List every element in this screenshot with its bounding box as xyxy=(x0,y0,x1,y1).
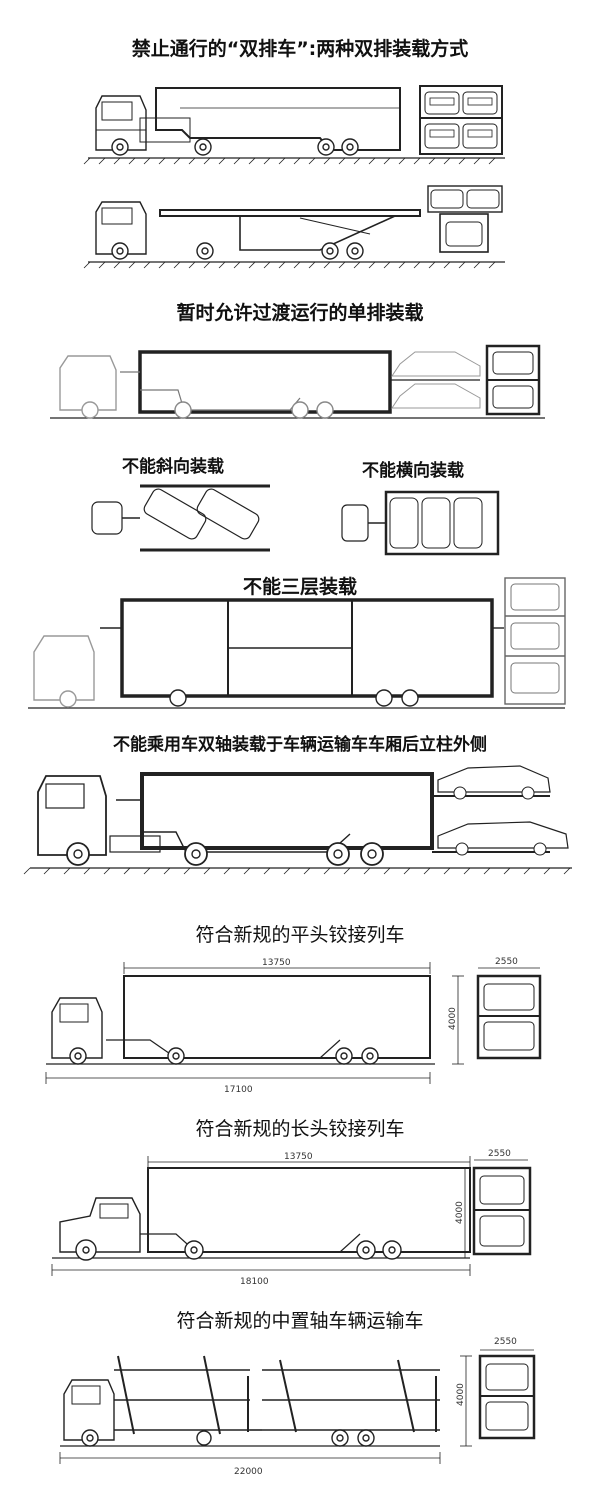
flat-width-dim: 2550 xyxy=(495,957,518,967)
section-6-title: 符合新规的平头铰接列车 xyxy=(195,924,405,946)
section-7-title: 符合新规的长头铰接列车 xyxy=(195,1118,405,1140)
section-8-title: 符合新规的中置轴车辆运输车 xyxy=(176,1310,424,1332)
long-total-dim: 18100 xyxy=(240,1277,269,1287)
flat-head-diagram: 13750 17100 4000 2550 xyxy=(45,957,542,1095)
long-height-dim: 4000 xyxy=(455,1201,465,1224)
section-5-title: 不能乘用车双轴装载于车辆运输车车厢后立柱外侧 xyxy=(113,735,487,755)
no-transverse-label: 不能横向装载 xyxy=(362,461,464,481)
center-height-dim: 4000 xyxy=(456,1383,466,1406)
three-layer-diagram xyxy=(28,577,566,709)
long-width-dim: 2550 xyxy=(488,1149,511,1159)
rear-pillar-diagram xyxy=(23,765,572,875)
double-row-diagram-a xyxy=(83,85,505,269)
section-4-title: 不能三层装载 xyxy=(242,576,357,598)
center-total-dim: 22000 xyxy=(234,1467,263,1477)
flat-height-dim: 4000 xyxy=(448,1007,458,1030)
section-1-title: 禁止通行的“双排车”:两种双排装载方式 xyxy=(131,38,469,60)
single-row-diagram xyxy=(50,344,545,419)
long-head-diagram: 13750 18100 4000 2550 xyxy=(51,1149,532,1287)
section-2-title: 暂时允许过渡运行的单排装载 xyxy=(176,302,424,324)
flat-total-dim: 17100 xyxy=(224,1085,253,1095)
flat-length-dim: 13750 xyxy=(262,958,291,968)
diagonal-transverse-diagram xyxy=(91,484,500,556)
center-width-dim: 2550 xyxy=(494,1337,517,1347)
no-diagonal-label: 不能斜向装载 xyxy=(122,457,224,477)
long-length-dim: 13750 xyxy=(284,1152,313,1162)
